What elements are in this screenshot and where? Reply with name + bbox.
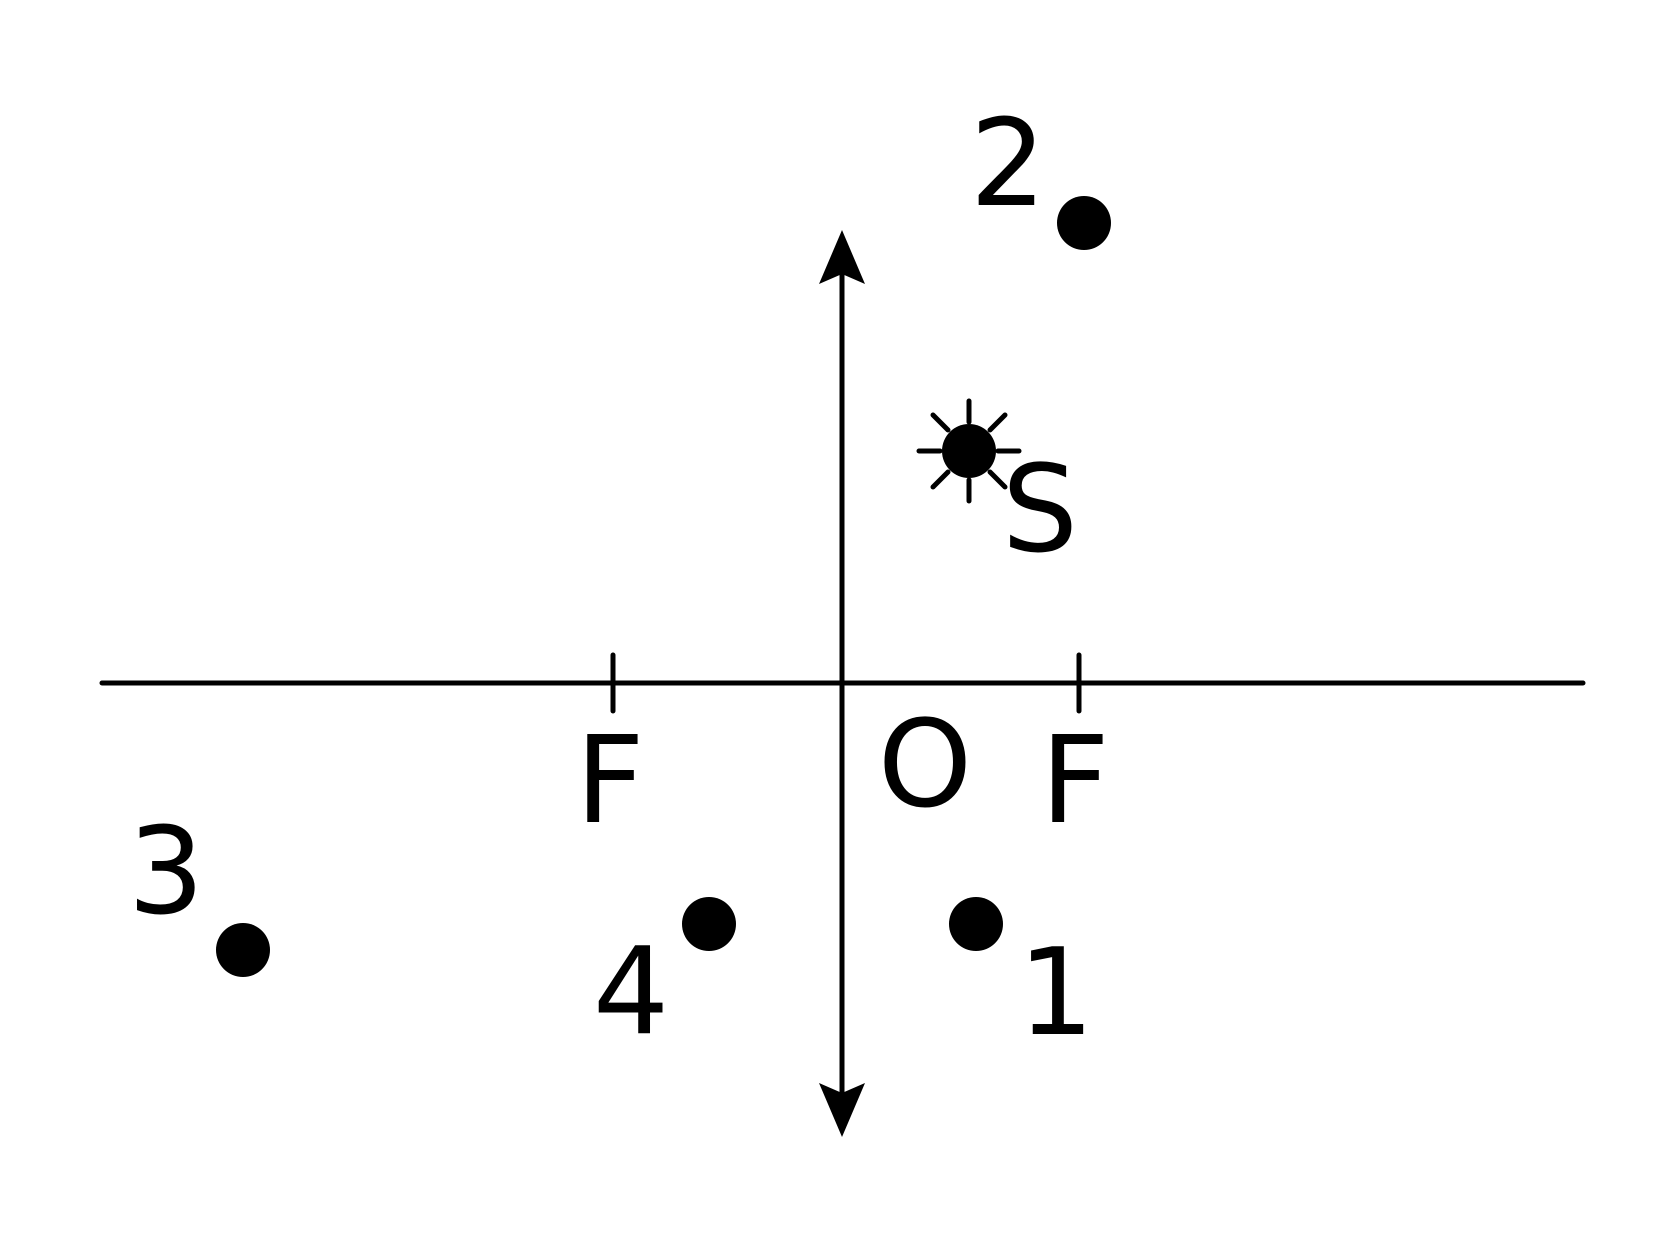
point-4-dot bbox=[682, 897, 736, 951]
point-3-label: 3 bbox=[128, 803, 204, 942]
lens-arrow-top bbox=[819, 230, 865, 284]
source-ray bbox=[930, 469, 951, 490]
source-ray bbox=[987, 412, 1008, 433]
point-1-label: 1 bbox=[1018, 924, 1094, 1063]
focus-right-label: F bbox=[1040, 712, 1109, 851]
optical-center-label: O bbox=[878, 696, 972, 835]
source-ray bbox=[987, 469, 1008, 490]
converging-lens bbox=[819, 230, 865, 1137]
point-3-dot bbox=[216, 923, 270, 977]
focus-left-label: F bbox=[575, 712, 644, 851]
source-ray bbox=[930, 412, 951, 433]
source-label: S bbox=[1002, 441, 1078, 580]
point-4-label: 4 bbox=[593, 923, 669, 1062]
lens-arrow-bottom bbox=[819, 1083, 865, 1137]
source-dot bbox=[942, 424, 996, 478]
point-2-label: 2 bbox=[970, 95, 1046, 234]
point-2-dot bbox=[1057, 196, 1111, 250]
point-1-dot bbox=[949, 897, 1003, 951]
light-source-icon bbox=[916, 398, 1022, 504]
